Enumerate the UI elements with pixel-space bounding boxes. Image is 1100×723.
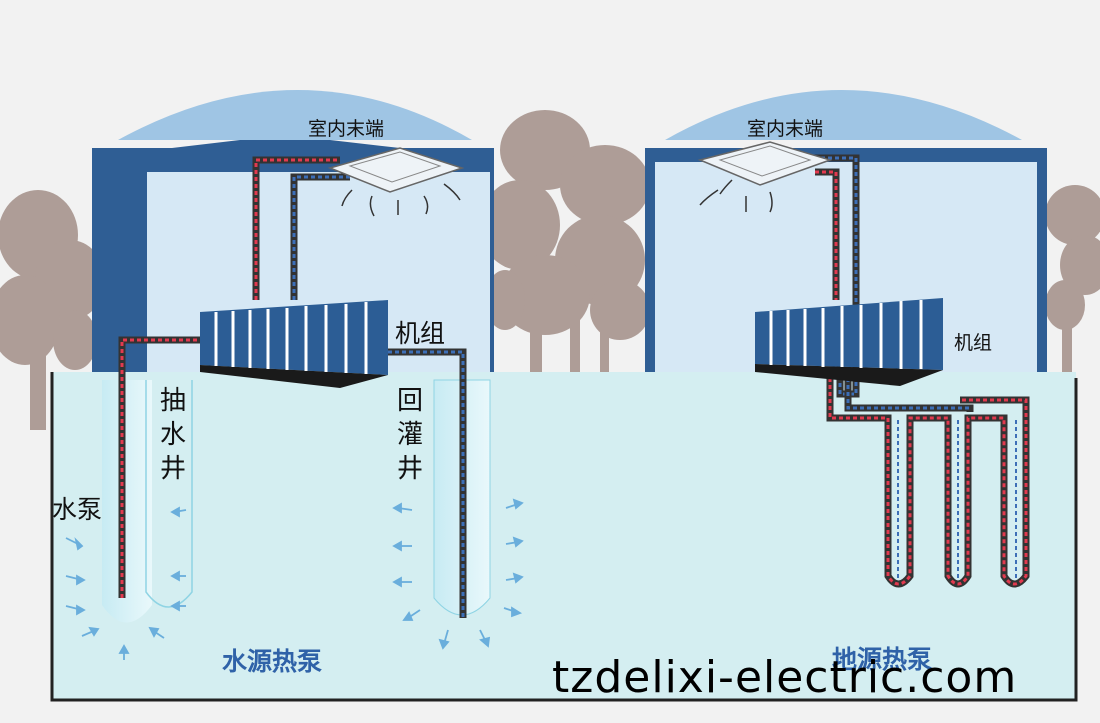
inflow-arrows-pump bbox=[65, 506, 187, 660]
unit-label-left: 机组 bbox=[395, 319, 446, 348]
tree-left bbox=[0, 190, 105, 430]
water-source-heat-pump-label: 水源热泵 bbox=[222, 647, 323, 676]
ceiling-terminal-left bbox=[327, 147, 465, 217]
indoor-terminal-label-right: 室内末端 bbox=[747, 118, 824, 140]
pump-label: 水泵 bbox=[52, 495, 103, 524]
heat-pump-unit-left bbox=[200, 300, 388, 388]
tree-center bbox=[480, 110, 650, 380]
tree-right bbox=[1045, 185, 1100, 380]
ceiling-terminal-right bbox=[697, 141, 833, 213]
extraction-well bbox=[102, 380, 193, 623]
flow-arrows bbox=[65, 498, 524, 660]
ground-source-heat-pump-label: 地源热泵 bbox=[832, 645, 933, 674]
heat-pump-unit-right bbox=[755, 298, 943, 386]
pipes-left bbox=[118, 156, 467, 618]
ground bbox=[50, 372, 1078, 702]
unit-label-right: 机组 bbox=[954, 332, 993, 354]
watermark: tzdelixi-electric.com bbox=[552, 652, 1018, 703]
indoor-terminal-label-left: 室内末端 bbox=[308, 118, 385, 140]
recharge-well-label: 回灌井 bbox=[396, 386, 423, 484]
outflow-arrows-recharge bbox=[392, 498, 524, 650]
trees bbox=[0, 110, 1100, 430]
extraction-well-label: 抽水井 bbox=[159, 386, 186, 484]
